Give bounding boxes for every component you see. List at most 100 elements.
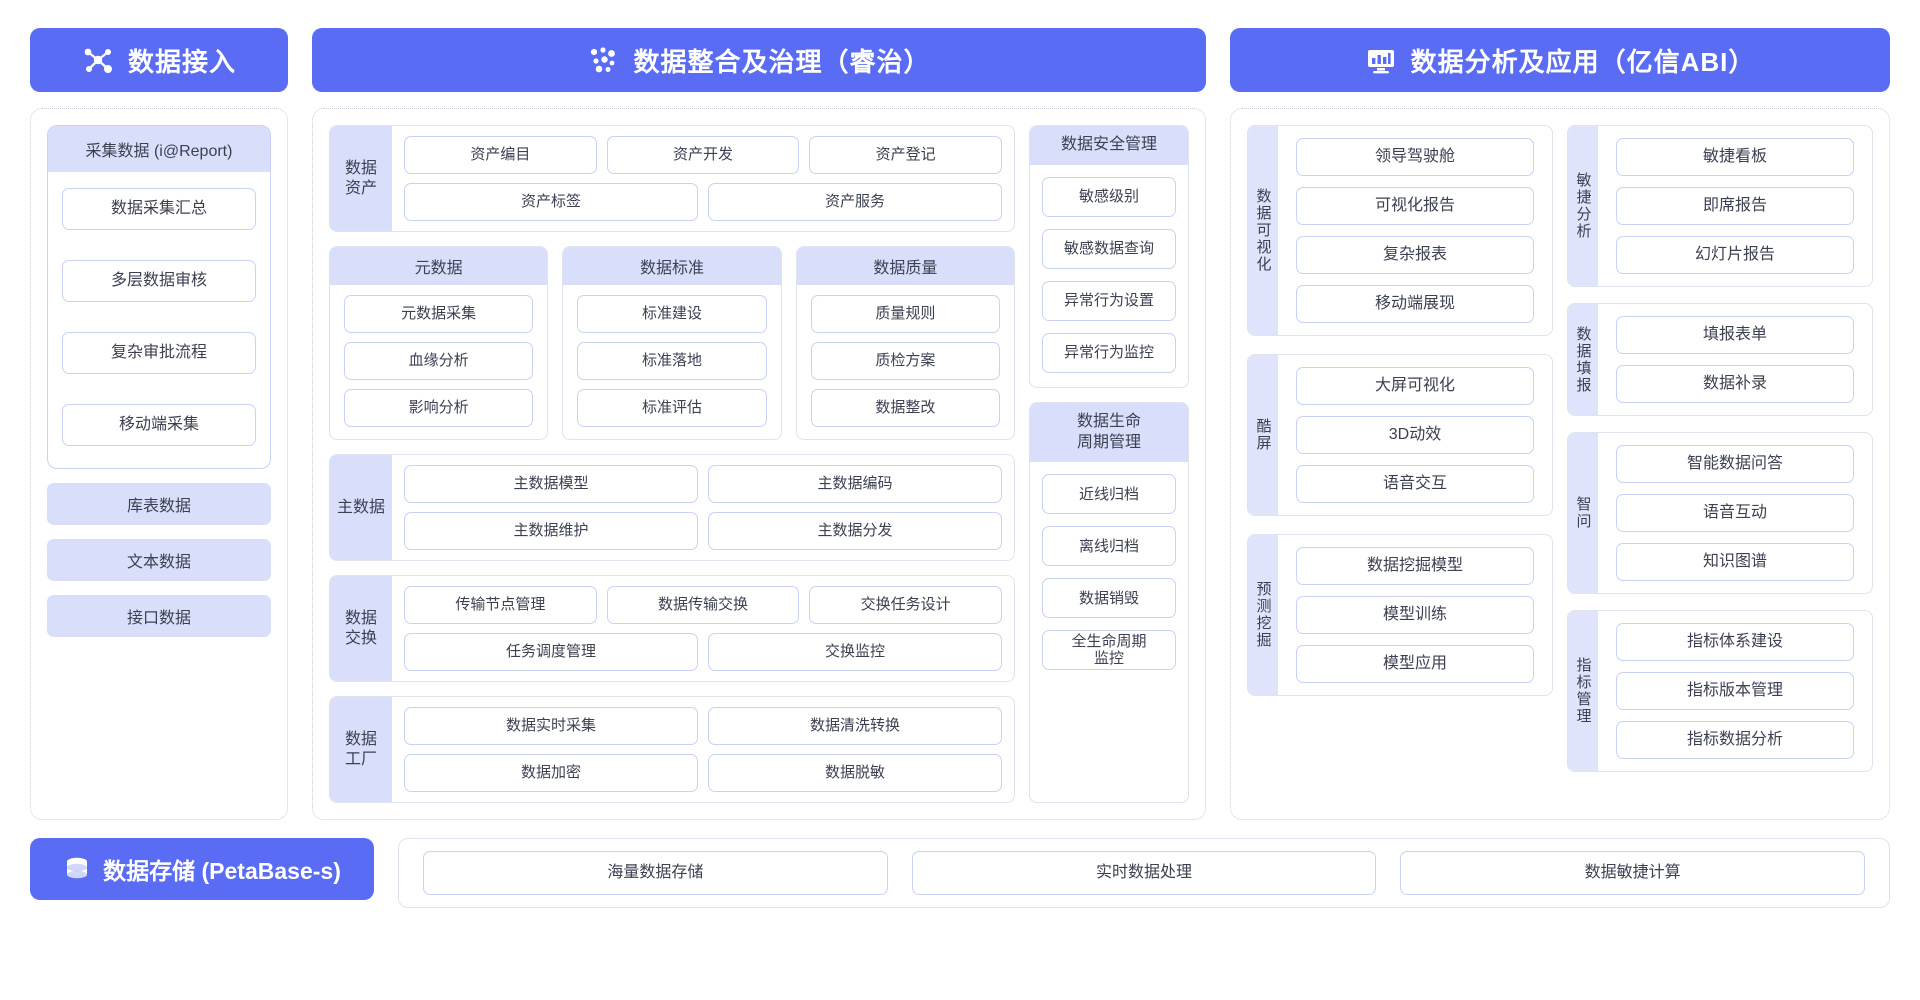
- group-predictive-mining: 预测挖掘 数据挖掘模型 模型训练 模型应用: [1247, 534, 1553, 696]
- chip-mining-0[interactable]: 数据挖掘模型: [1296, 547, 1534, 585]
- chip-smartqa-1[interactable]: 语音互动: [1616, 494, 1854, 532]
- header-pills: 数据接入 数据整合及治理（睿治）: [0, 0, 1920, 92]
- chip-coolscreen-2[interactable]: 语音交互: [1296, 465, 1534, 503]
- analyze-right-groups: 敏捷分析 敏捷看板 即席报告 幻灯片报告 数据填报 填报表单 数据补录 智问: [1567, 125, 1873, 803]
- govern-main-stack: 数据资产 资产编目 资产开发 资产登记 资产标签 资产服务: [329, 125, 1015, 803]
- panel-data-lifecycle-title: 数据生命周期管理: [1030, 402, 1188, 463]
- chip-storage-1[interactable]: 实时数据处理: [911, 851, 1377, 895]
- storage-pill[interactable]: 数据存储 (PetaBase-s): [30, 838, 374, 900]
- group-indicator-management-label: 指标管理: [1568, 611, 1598, 771]
- header-pill-govern[interactable]: 数据整合及治理（睿治）: [312, 28, 1206, 92]
- chip-smartqa-2[interactable]: 知识图谱: [1616, 543, 1854, 581]
- chip-collect-2[interactable]: 复杂审批流程: [62, 332, 256, 374]
- chip-asset-service[interactable]: 资产服务: [708, 183, 1002, 221]
- chip-asset-dev[interactable]: 资产开发: [606, 136, 800, 174]
- chip-quality-0[interactable]: 质量规则: [810, 295, 1000, 333]
- group-data-filling: 数据填报 填报表单 数据补录: [1567, 303, 1873, 416]
- group-agile-analysis-label: 敏捷分析: [1568, 126, 1598, 286]
- group-data-visualization: 数据可视化 领导驾驶舱 可视化报告 复杂报表 移动端展现: [1247, 125, 1553, 336]
- chip-lifecycle-0[interactable]: 近线归档: [1042, 474, 1176, 515]
- chip-master-code[interactable]: 主数据编码: [708, 465, 1002, 503]
- chip-metadata-1[interactable]: 血缘分析: [344, 342, 534, 380]
- chip-security-0[interactable]: 敏感级别: [1042, 176, 1176, 217]
- chip-exchange-node[interactable]: 传输节点管理: [404, 586, 597, 624]
- group-predictive-mining-label: 预测挖掘: [1248, 535, 1278, 695]
- chip-standard-1[interactable]: 标准落地: [577, 342, 767, 380]
- govern-triple-panels: 元数据 元数据采集 血缘分析 影响分析 数据标准 标准建设 标准落地 标准评估: [329, 246, 1015, 440]
- chip-factory-clean[interactable]: 数据清洗转换: [708, 707, 1002, 745]
- chip-factory-mask[interactable]: 数据脱敏: [708, 754, 1002, 792]
- chip-lifecycle-2[interactable]: 数据销毁: [1042, 578, 1176, 619]
- chip-master-model[interactable]: 主数据模型: [404, 465, 698, 503]
- chip-master-distribute[interactable]: 主数据分发: [708, 512, 1002, 550]
- group-cool-screen: 酷屏 大屏可视化 3D动效 语音交互: [1247, 354, 1553, 516]
- chip-asset-register[interactable]: 资产登记: [809, 136, 1003, 174]
- chip-mining-1[interactable]: 模型训练: [1296, 596, 1534, 634]
- panel-data-standard: 数据标准 标准建设 标准落地 标准评估: [562, 246, 782, 440]
- chip-exchange-monitor[interactable]: 交换监控: [708, 633, 1002, 671]
- chip-filling-0[interactable]: 填报表单: [1616, 316, 1854, 354]
- chip-viz-3[interactable]: 移动端展现: [1296, 285, 1534, 323]
- chip-standard-2[interactable]: 标准评估: [577, 389, 767, 427]
- chip-asset-catalog[interactable]: 资产编目: [404, 136, 597, 174]
- chip-security-1[interactable]: 敏感数据查询: [1042, 228, 1176, 269]
- chip-lifecycle-3[interactable]: 全生命周期监控: [1042, 630, 1176, 671]
- chip-coolscreen-0[interactable]: 大屏可视化: [1296, 367, 1534, 405]
- chip-viz-0[interactable]: 领导驾驶舱: [1296, 138, 1534, 176]
- panel-metadata: 元数据 元数据采集 血缘分析 影响分析: [329, 246, 549, 440]
- row-data-exchange-label: 数据交换: [330, 576, 392, 681]
- chip-security-3[interactable]: 异常行为监控: [1042, 332, 1176, 373]
- dots-cluster-icon: [587, 44, 619, 76]
- row-master-data-label: 主数据: [330, 455, 392, 560]
- panel-metadata-title: 元数据: [330, 247, 548, 285]
- chip-quality-2[interactable]: 数据整改: [810, 389, 1000, 427]
- panel-data-security: 数据安全管理 敏感级别 敏感数据查询 异常行为设置 异常行为监控: [1029, 125, 1189, 388]
- chip-factory-encrypt[interactable]: 数据加密: [404, 754, 698, 792]
- header-pill-ingest[interactable]: 数据接入: [30, 28, 288, 92]
- chip-quality-1[interactable]: 质检方案: [810, 342, 1000, 380]
- chip-exchange-schedule[interactable]: 任务调度管理: [404, 633, 698, 671]
- chip-asset-tag[interactable]: 资产标签: [404, 183, 698, 221]
- chip-factory-realtime[interactable]: 数据实时采集: [404, 707, 698, 745]
- chip-master-maintain[interactable]: 主数据维护: [404, 512, 698, 550]
- chip-filling-1[interactable]: 数据补录: [1616, 365, 1854, 403]
- chip-indicator-0[interactable]: 指标体系建设: [1616, 623, 1854, 661]
- row-data-factory-label: 数据工厂: [330, 697, 392, 802]
- chip-coolscreen-1[interactable]: 3D动效: [1296, 416, 1534, 454]
- group-agile-analysis: 敏捷分析 敏捷看板 即席报告 幻灯片报告: [1567, 125, 1873, 287]
- chip-agile-1[interactable]: 即席报告: [1616, 187, 1854, 225]
- chip-metadata-0[interactable]: 元数据采集: [344, 295, 534, 333]
- chip-metadata-2[interactable]: 影响分析: [344, 389, 534, 427]
- chip-exchange-transfer[interactable]: 数据传输交换: [606, 586, 800, 624]
- source-bar-0[interactable]: 库表数据: [47, 483, 271, 525]
- chip-exchange-taskdesign[interactable]: 交换任务设计: [809, 586, 1003, 624]
- collect-data-card: 采集数据 (i@Report) 数据采集汇总 多层数据审核 复杂审批流程 移动端…: [47, 125, 271, 469]
- chip-security-2[interactable]: 异常行为设置: [1042, 280, 1176, 321]
- chip-indicator-1[interactable]: 指标版本管理: [1616, 672, 1854, 710]
- group-data-filling-label: 数据填报: [1568, 304, 1598, 415]
- chip-agile-2[interactable]: 幻灯片报告: [1616, 236, 1854, 274]
- chip-collect-0[interactable]: 数据采集汇总: [62, 188, 256, 230]
- analyze-left-groups: 数据可视化 领导驾驶舱 可视化报告 复杂报表 移动端展现 酷屏 大屏可视化 3D…: [1247, 125, 1553, 803]
- column-analyze: 数据可视化 领导驾驶舱 可视化报告 复杂报表 移动端展现 酷屏 大屏可视化 3D…: [1230, 108, 1890, 820]
- chip-viz-2[interactable]: 复杂报表: [1296, 236, 1534, 274]
- storage-pill-label: 数据存储 (PetaBase-s): [103, 858, 341, 884]
- chip-viz-1[interactable]: 可视化报告: [1296, 187, 1534, 225]
- chip-indicator-2[interactable]: 指标数据分析: [1616, 721, 1854, 759]
- panel-data-quality-title: 数据质量: [796, 247, 1014, 285]
- chip-standard-0[interactable]: 标准建设: [577, 295, 767, 333]
- source-bar-2[interactable]: 接口数据: [47, 595, 271, 637]
- chip-mining-2[interactable]: 模型应用: [1296, 645, 1534, 683]
- chip-collect-1[interactable]: 多层数据审核: [62, 260, 256, 302]
- panel-data-lifecycle: 数据生命周期管理 近线归档 离线归档 数据销毁 全生命周期监控: [1029, 401, 1189, 803]
- header-pill-analyze[interactable]: 数据分析及应用（亿信ABI）: [1230, 28, 1890, 92]
- chip-storage-2[interactable]: 数据敏捷计算: [1400, 851, 1866, 895]
- chip-lifecycle-1[interactable]: 离线归档: [1042, 526, 1176, 567]
- source-bar-1[interactable]: 文本数据: [47, 539, 271, 581]
- chip-agile-0[interactable]: 敏捷看板: [1616, 138, 1854, 176]
- chip-collect-3[interactable]: 移动端采集: [62, 404, 256, 446]
- chip-smartqa-0[interactable]: 智能数据问答: [1616, 445, 1854, 483]
- panel-data-quality: 数据质量 质量规则 质检方案 数据整改: [795, 246, 1015, 440]
- storage-capability-box: 海量数据存储 实时数据处理 数据敏捷计算: [398, 838, 1890, 908]
- chip-storage-0[interactable]: 海量数据存储: [423, 851, 888, 895]
